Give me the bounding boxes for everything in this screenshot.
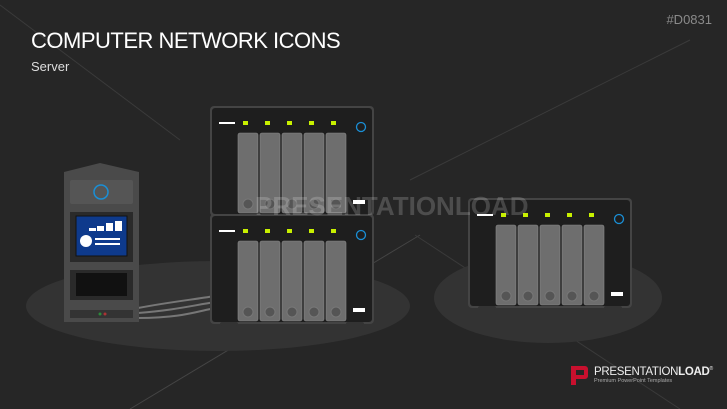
nas-label-slot <box>477 214 493 216</box>
drive-handle <box>522 290 534 302</box>
nas-foot <box>346 322 364 326</box>
drive-handle <box>264 198 276 210</box>
drive-bay <box>303 132 325 214</box>
drive-bay <box>583 224 605 306</box>
cable <box>137 295 216 309</box>
drive-led <box>523 213 528 217</box>
power-button-icon <box>93 184 109 200</box>
screen-bar-icon <box>97 226 104 231</box>
drive-bay <box>495 224 517 306</box>
drive-led <box>567 213 572 217</box>
screen-line <box>95 243 120 245</box>
drive-bay <box>237 132 259 214</box>
drive-bay <box>561 224 583 306</box>
tower-drive-slot <box>76 273 127 296</box>
screen-bar-icon <box>106 223 113 231</box>
drive-led <box>287 229 292 233</box>
drive-led <box>243 229 248 233</box>
screen-bar-icon <box>89 228 96 231</box>
logo-tagline: Premium PowerPoint Templates <box>594 378 673 384</box>
decor-line <box>0 4 181 141</box>
drive-led <box>287 121 292 125</box>
page-subtitle: Server <box>31 59 70 74</box>
cable <box>137 307 216 319</box>
nas-port <box>611 292 623 296</box>
nas-standalone <box>468 198 632 310</box>
drive-bay <box>237 240 259 322</box>
drive-bay <box>325 132 347 214</box>
drive-led <box>331 121 336 125</box>
drive-handle <box>330 198 342 210</box>
tower-server <box>64 163 139 322</box>
page-title: COMPUTER NETWORK ICONS <box>31 28 341 53</box>
drive-led <box>243 121 248 125</box>
nas-port <box>353 308 365 312</box>
drive-led <box>501 213 506 217</box>
drive-handle <box>308 198 320 210</box>
drive-bay <box>517 224 539 306</box>
drive-handle <box>286 198 298 210</box>
logo-mark-icon <box>571 366 588 385</box>
nas-label-slot <box>219 122 235 124</box>
logo-name: PRESENTATIONLOAD® <box>594 366 713 378</box>
drive-led <box>265 121 270 125</box>
drive-handle <box>566 290 578 302</box>
nas-port <box>353 200 365 204</box>
screen-line <box>95 238 120 240</box>
status-led <box>98 312 102 316</box>
slide-code: #D0831 <box>666 12 712 27</box>
drive-bay <box>259 240 281 322</box>
drive-bay <box>303 240 325 322</box>
drive-led <box>309 121 314 125</box>
screen-avatar-icon <box>80 235 92 247</box>
screen-bar-icon <box>115 221 122 231</box>
presentationload-logo: PRESENTATIONLOAD® Premium PowerPoint Tem… <box>568 364 713 386</box>
drive-handle <box>264 306 276 318</box>
nas-foot <box>220 322 238 326</box>
power-button-icon <box>355 121 367 133</box>
drive-handle <box>242 306 254 318</box>
nas-stack-bottom <box>210 214 374 326</box>
nas-stack-top <box>210 106 374 218</box>
drive-handle <box>308 306 320 318</box>
nas-label-slot <box>219 230 235 232</box>
nas-foot <box>478 306 496 310</box>
drive-handle <box>242 198 254 210</box>
drive-handle <box>544 290 556 302</box>
power-button-icon <box>613 213 625 225</box>
decor-line <box>409 39 691 181</box>
drive-led <box>309 229 314 233</box>
nas-foot <box>604 306 622 310</box>
cable <box>137 301 216 314</box>
drive-bay <box>539 224 561 306</box>
watermark-text: PRESENTATIONLOAD <box>255 191 528 221</box>
drive-bay <box>281 240 303 322</box>
drive-bay <box>281 132 303 214</box>
drive-bay <box>259 132 281 214</box>
drive-bay <box>325 240 347 322</box>
drive-handle <box>588 290 600 302</box>
drive-led <box>265 229 270 233</box>
drive-led <box>545 213 550 217</box>
power-button-icon <box>355 229 367 241</box>
drive-handle <box>500 290 512 302</box>
drive-led <box>589 213 594 217</box>
drive-led <box>331 229 336 233</box>
drive-handle <box>330 306 342 318</box>
status-led <box>103 312 107 316</box>
drive-handle <box>286 306 298 318</box>
